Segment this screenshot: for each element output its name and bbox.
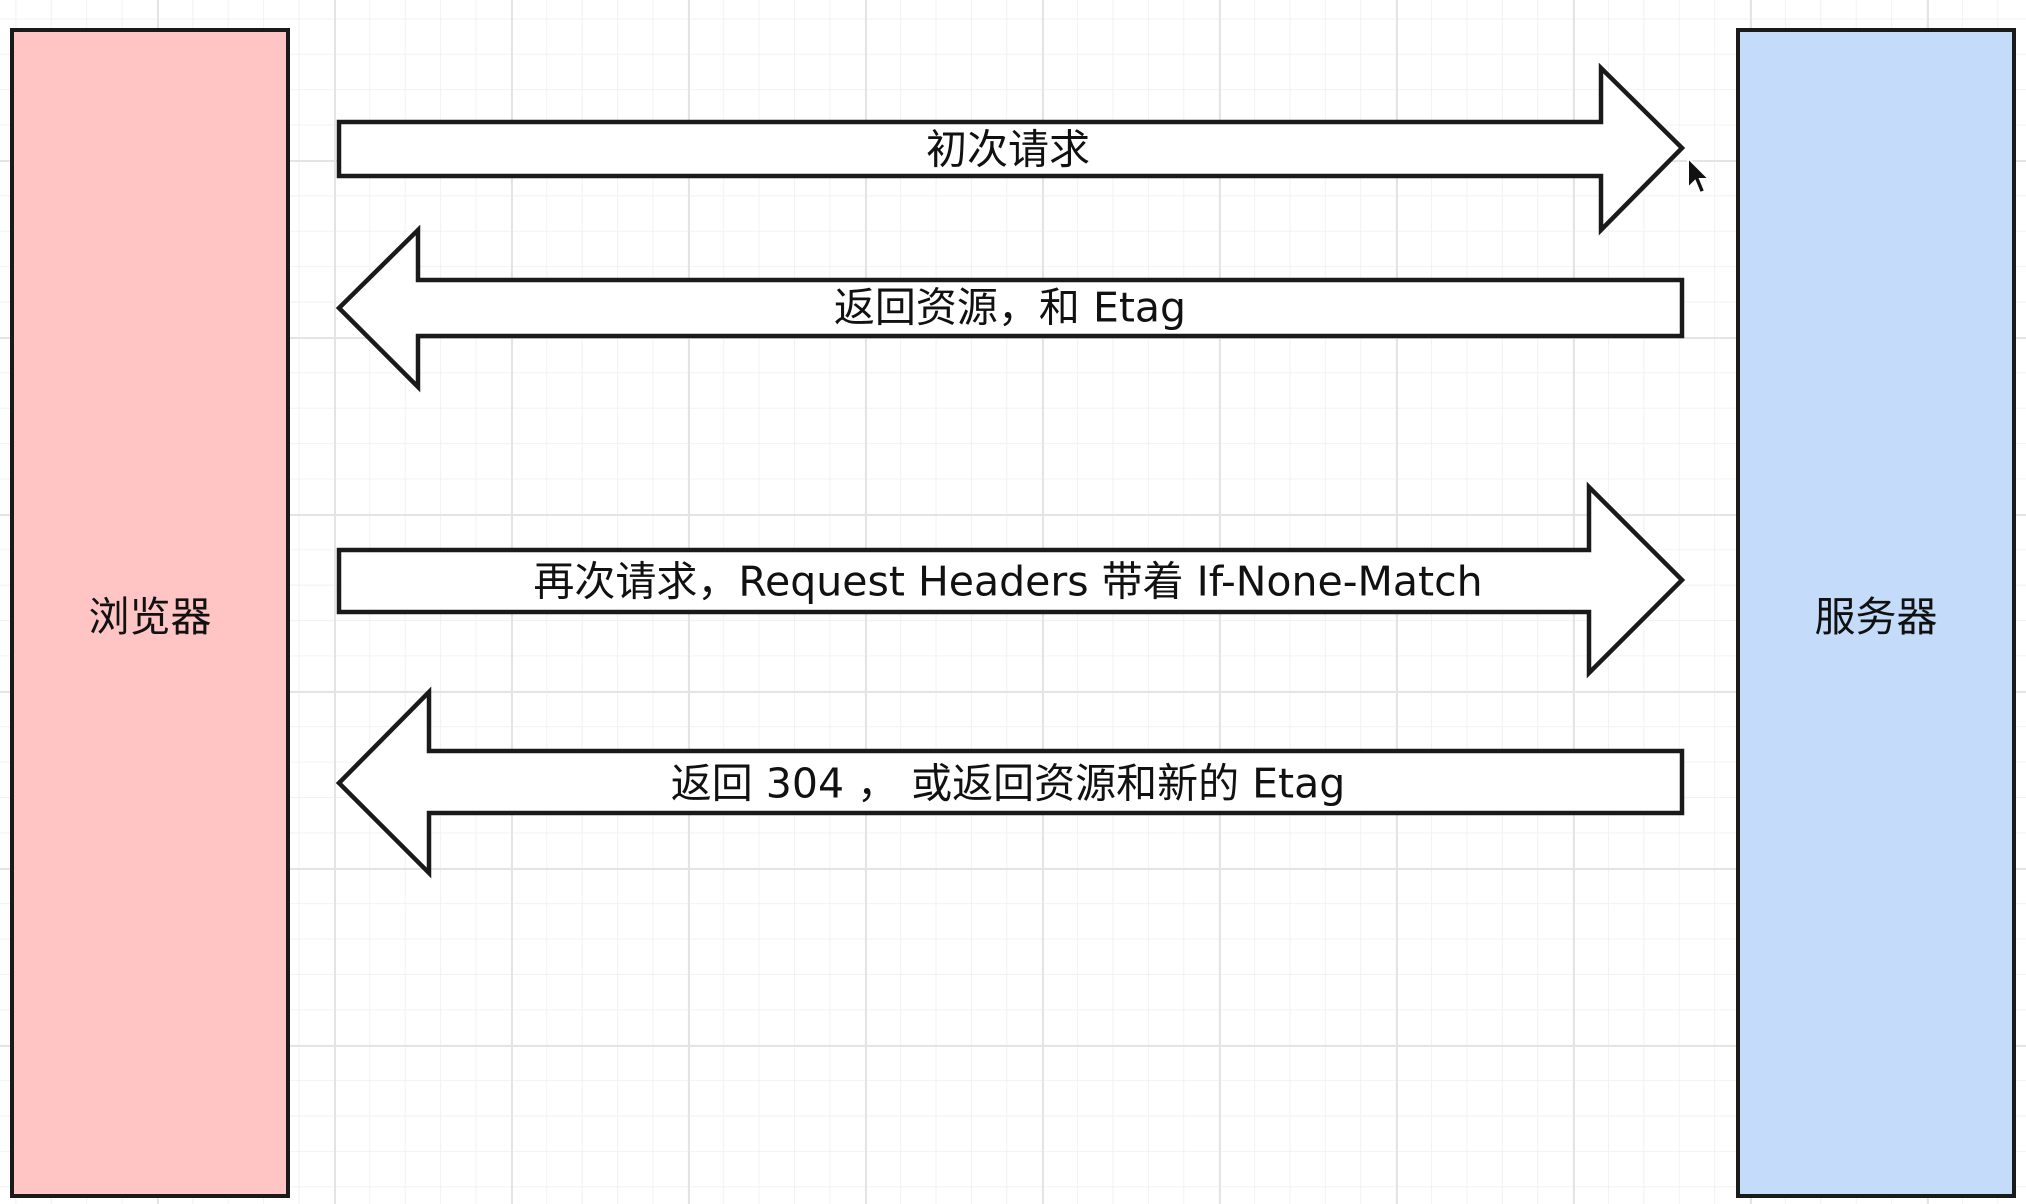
response-304-label: 返回 304 ， 或返回资源和新的 Etag	[670, 759, 1346, 808]
browser-box: 浏览器	[10, 28, 290, 1198]
mouse-cursor-icon	[1687, 156, 1712, 195]
browser-label: 浏览器	[88, 593, 212, 641]
response-etag-label: 返回资源，和 Etag	[833, 283, 1187, 332]
server-box: 服务器	[1736, 28, 2016, 1198]
server-label: 服务器	[1814, 593, 1938, 641]
initial-request-label: 初次请求	[926, 125, 1090, 174]
conditional-request-label: 再次请求，Request Headers 带着 If-None-Match	[533, 557, 1483, 606]
